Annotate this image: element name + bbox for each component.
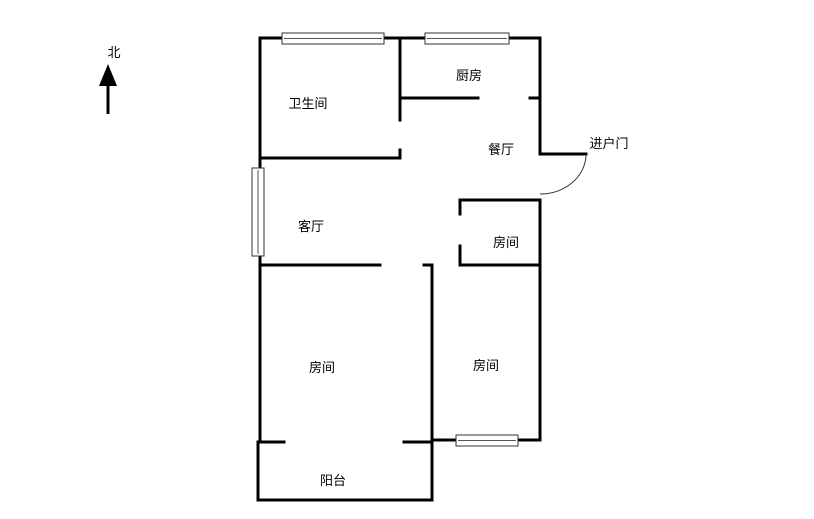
room-label-kitchen: 厨房: [456, 68, 482, 84]
window-living: [251, 167, 265, 257]
room-label-room-left: 房间: [309, 360, 335, 376]
entrance-label: 进户门: [589, 136, 628, 152]
north-compass: 北: [99, 46, 121, 114]
window-bathroom: [281, 32, 385, 45]
entrance-door: [539, 155, 587, 195]
room-label-bathroom: 卫生间: [288, 97, 327, 112]
room-label-living: 客厅: [298, 219, 324, 235]
room-label-small-room: 房间: [493, 235, 519, 251]
windows: [251, 32, 519, 447]
room-label-room-right: 房间: [473, 358, 499, 374]
north-arrow-icon: [99, 64, 117, 114]
window-kitchen: [424, 32, 510, 45]
room-label-balcony: 阳台: [320, 474, 346, 489]
room-label-dining: 餐厅: [488, 142, 514, 158]
window-room-right: [455, 434, 519, 447]
north-label: 北: [107, 46, 120, 61]
